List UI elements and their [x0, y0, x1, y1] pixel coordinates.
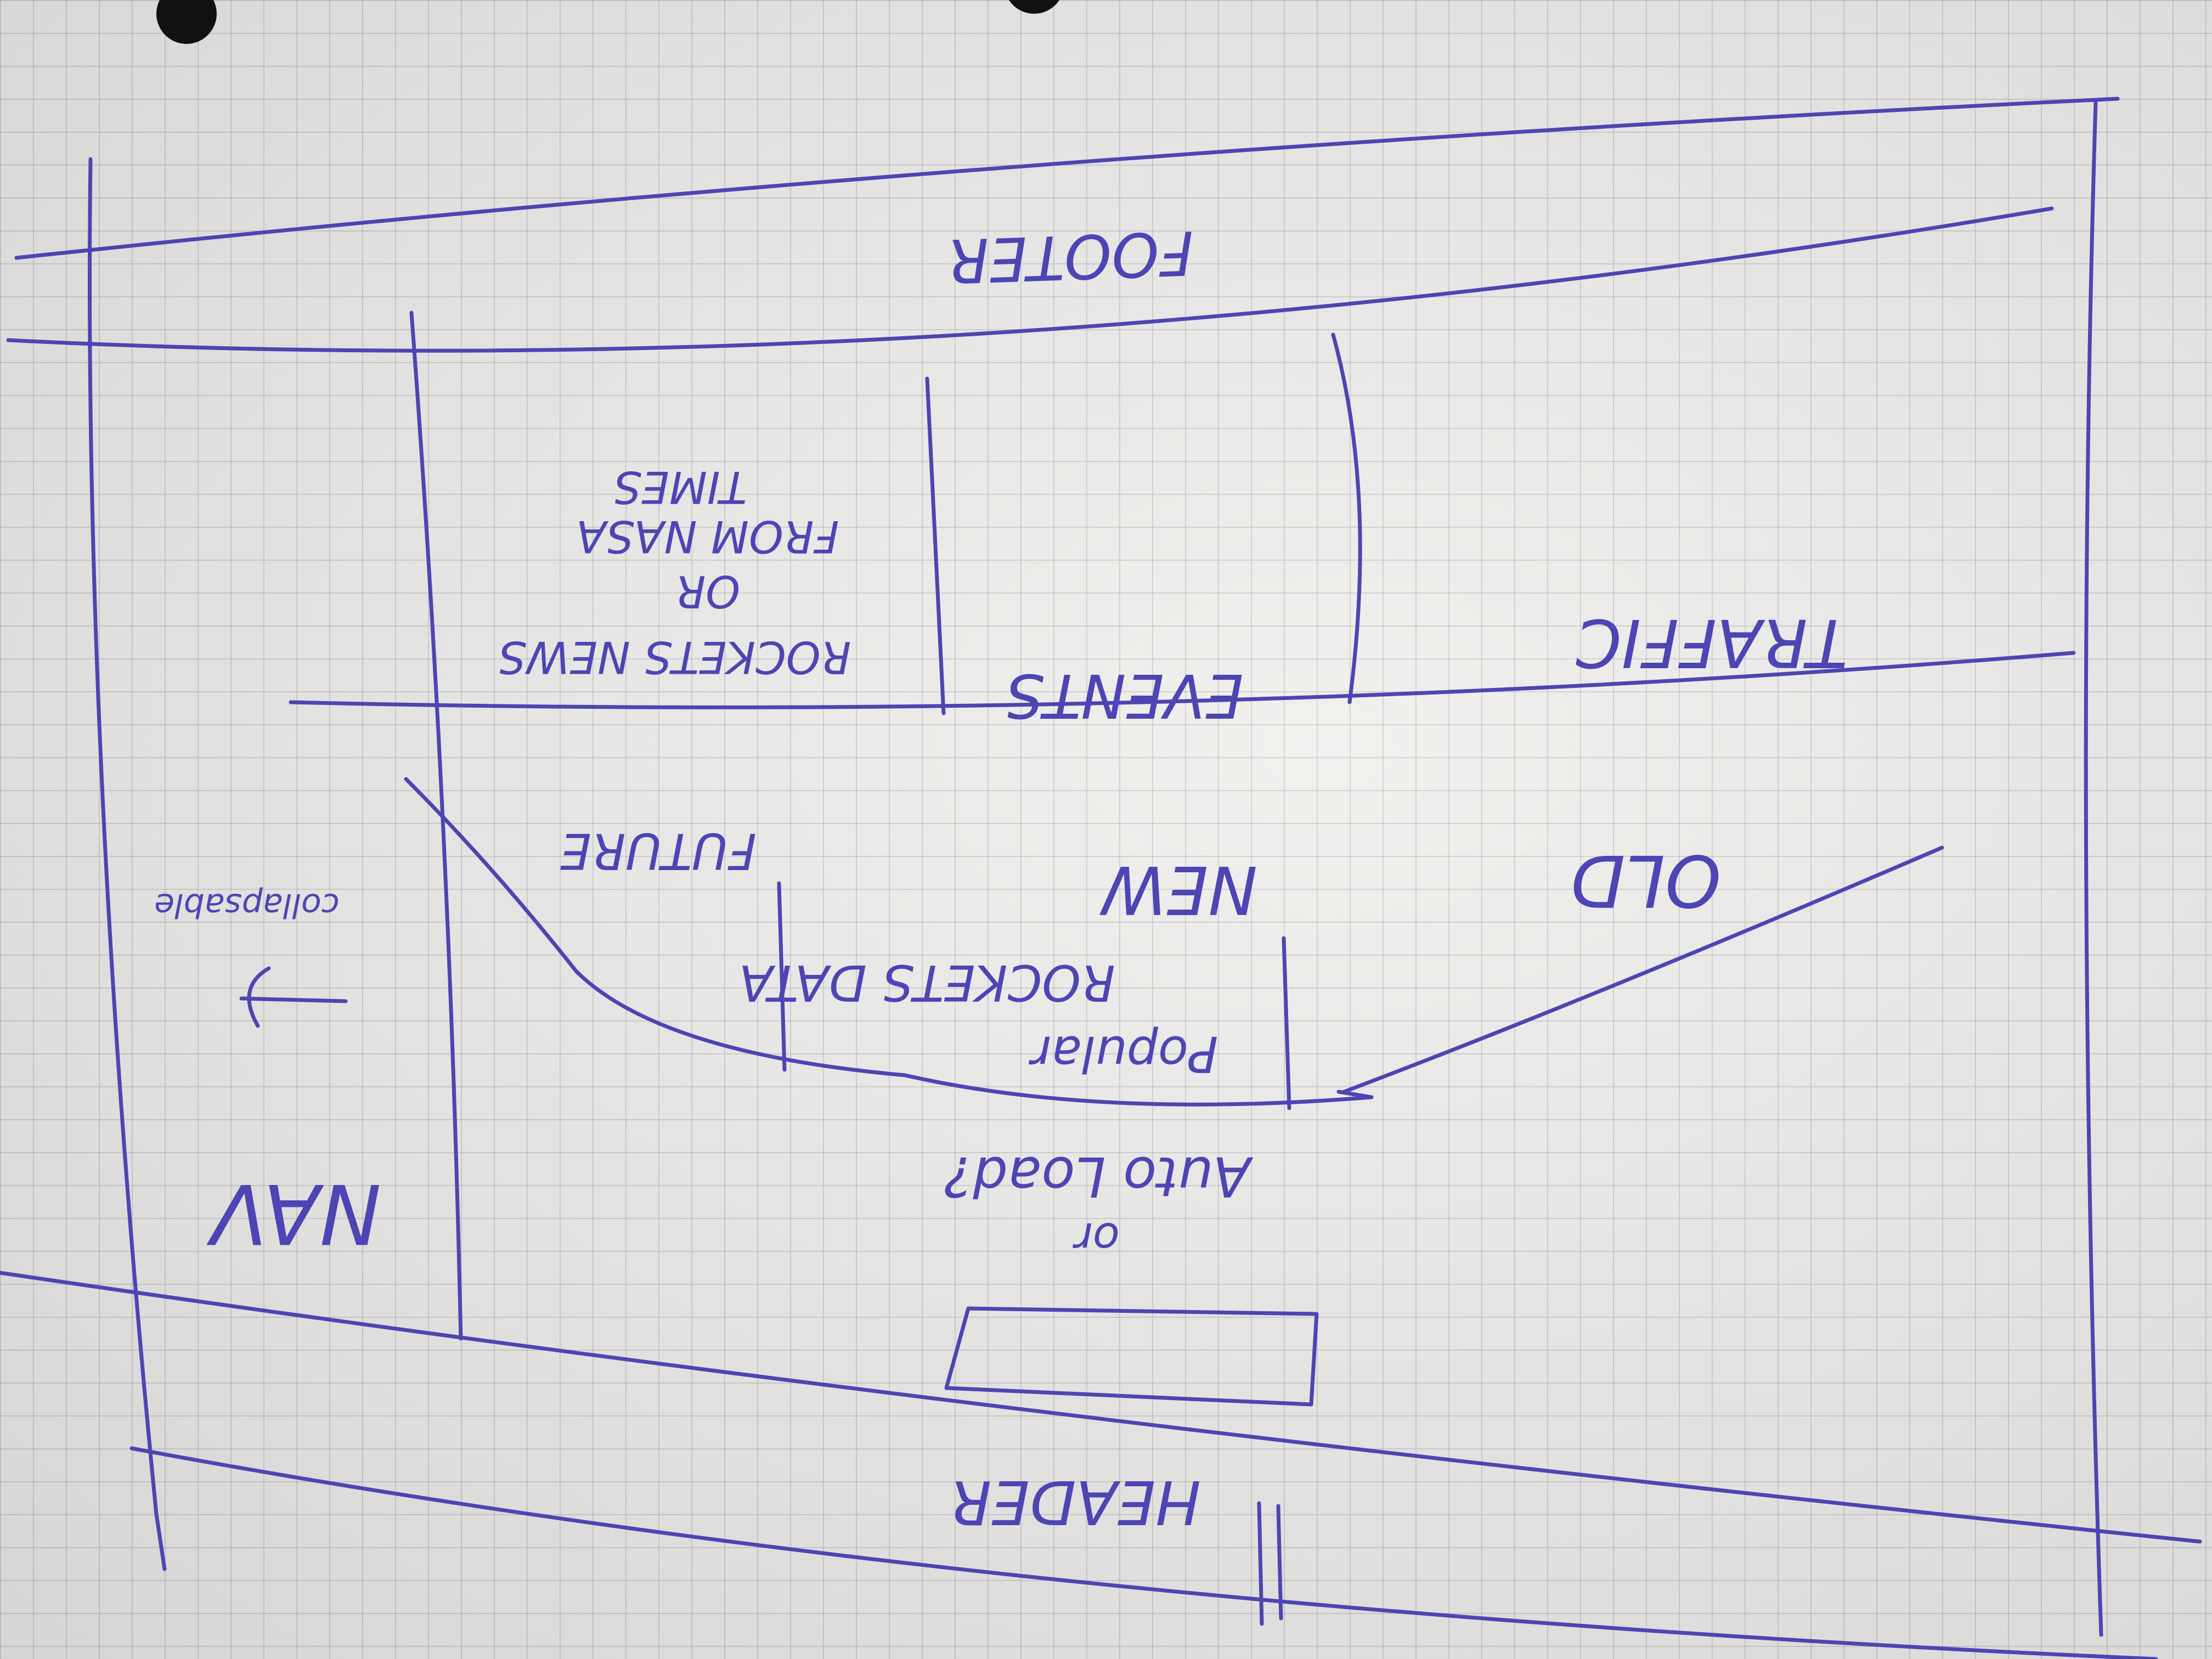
widget-divider: [925, 376, 946, 715]
header-top-line: [0, 1271, 2202, 1544]
search-question-label: Auto Load?: [944, 1144, 1254, 1209]
frame-outer: [88, 99, 2103, 1637]
popular-label: Popular: [1029, 1025, 1218, 1082]
footer-bottom-line: [6, 206, 2054, 353]
timeline-tick-right: [1282, 936, 1291, 1110]
events-label: EVENTS: [1006, 661, 1244, 731]
right-column-divider: [1331, 332, 1362, 704]
or-label-2: OR: [675, 566, 741, 617]
footer-label: FOOTER: [946, 217, 1195, 296]
collapse-arrow-icon: [239, 966, 348, 1028]
old-label: OLD: [1571, 839, 1722, 922]
header-mark: [1257, 1501, 1283, 1626]
search-box: [944, 1306, 1319, 1407]
from-nasa-label: FROM NASA: [576, 511, 839, 562]
traffic-label: TRAFFIC: [1576, 604, 1848, 680]
header-label: HEADER: [950, 1467, 1201, 1537]
footer-top-line: [14, 97, 2120, 260]
rockets-data-label: ROCKETS DATA: [739, 953, 1115, 1011]
timeline-curve: [404, 777, 1374, 1107]
timeline-tick-left: [777, 881, 787, 1072]
nav-divider: [409, 311, 463, 1341]
future-label: FUTURE: [560, 822, 757, 879]
or-label: or: [1072, 1213, 1120, 1264]
rockets-news-label: ROCKETS NEWS: [499, 631, 851, 682]
times-label: TIMES: [614, 461, 747, 512]
new-label: NEW: [1099, 851, 1258, 927]
nav-label: NAV: [206, 1165, 381, 1261]
timeline-right: [1342, 845, 1944, 1094]
header-bottom-line: [129, 1446, 2158, 1659]
content-divider: [289, 651, 2076, 709]
nav-note-label: collapsable: [154, 886, 340, 924]
